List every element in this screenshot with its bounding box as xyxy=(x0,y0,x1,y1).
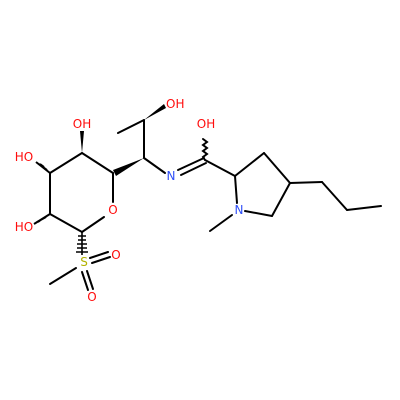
bond-sugar-c4-c3 xyxy=(49,152,83,174)
hydroxyl-ring-top-label: OH xyxy=(73,117,91,131)
bond-ring-c2-n xyxy=(234,175,238,204)
bond-ring-c3-c4 xyxy=(263,152,291,184)
bond-ring-c5-n xyxy=(244,210,273,217)
sulfonyl-oxygen-bottom-label: O xyxy=(87,290,96,304)
pyrrolidine-nitrogen-label: N xyxy=(235,203,244,217)
bond-chain-to-imine-n xyxy=(143,157,166,174)
hydroxyl-ring-bottom-label: HO xyxy=(15,220,33,234)
sulfonyl-oxygen-right-label: O xyxy=(111,248,120,262)
wedge-bond-to-top-hydroxyl xyxy=(144,104,166,120)
atom-label-layer: OH OH HO HO O N OH N S O O xyxy=(15,97,244,304)
bond-sugar-c2-c1 xyxy=(49,213,83,233)
bond-sulfur-oxygen-bottom-a xyxy=(81,271,89,291)
imine-hydroxyl-label: OH xyxy=(197,117,215,131)
sulfur-label: S xyxy=(80,255,88,269)
bond-sugar-c1-o xyxy=(81,216,105,233)
wavy-bond-to-imine-hydroxyl xyxy=(201,138,209,161)
bond-sugar-c5-c4 xyxy=(81,152,114,174)
ring-oxygen-label: O xyxy=(108,203,117,217)
hashed-bond-to-ring-bottom-hydroxyl xyxy=(33,213,51,225)
bond-n-methyl xyxy=(209,214,233,232)
bond-propyl-1 xyxy=(289,181,323,184)
hydroxyl-top-label: OH xyxy=(166,97,184,111)
imine-nitrogen-label: N xyxy=(167,169,176,183)
bond-imine-double-a xyxy=(177,157,205,171)
bond-sulfur-oxygen-right-a xyxy=(89,251,109,259)
hashed-bond-to-sulfur xyxy=(76,232,88,255)
bond-ring-c2-c3 xyxy=(234,152,265,177)
bond-ring-c4-c5 xyxy=(271,182,291,217)
hydroxyl-ring-left-label: HO xyxy=(15,150,33,164)
bond-propyl-3 xyxy=(346,205,382,211)
wedge-bond-to-sugar xyxy=(113,158,144,176)
bond-methyl-top xyxy=(117,119,145,134)
bond-sulfur-oxygen-bottom-b xyxy=(86,270,94,290)
hashed-bond-to-ring-left-hydroxyl xyxy=(35,161,51,174)
bond-sulfur-oxygen-right-b xyxy=(91,256,111,264)
bond-layer xyxy=(33,104,382,291)
bond-sulfur-methyl xyxy=(49,267,77,285)
bond-propyl-2 xyxy=(321,181,348,211)
bond-imine-double-b xyxy=(180,162,207,176)
wedge-bond-to-ring-top-hydroxyl xyxy=(80,131,84,153)
bond-imine-c-to-pyrrolidine xyxy=(204,159,236,177)
